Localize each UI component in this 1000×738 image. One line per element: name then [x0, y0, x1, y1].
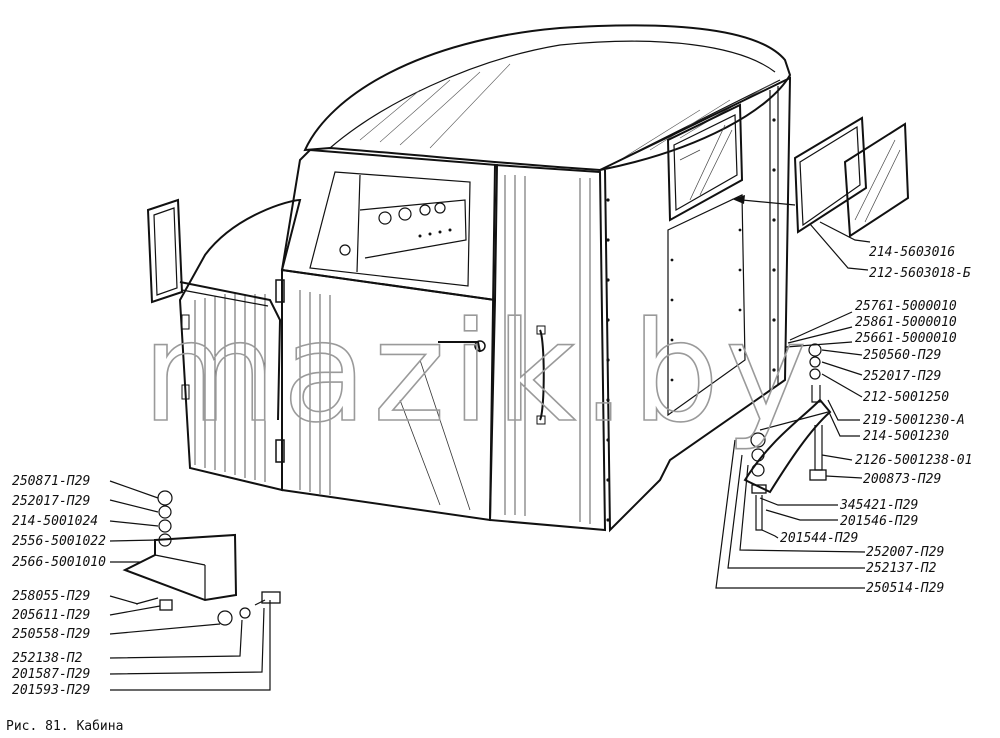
figure-caption: Рис. 81. Кабина — [6, 719, 123, 734]
leader-lines — [109, 221, 871, 691]
part-labels: 214-5603016 212-5603018-Б 25761-5000010 … — [12, 245, 972, 698]
label-205611-p29: 205611-П29 — [12, 608, 90, 623]
label-212-5001250: 212-5001250 — [863, 390, 949, 405]
label-252017-p29-right: 252017-П29 — [863, 369, 941, 384]
label-252007-p29: 252007-П29 — [866, 545, 944, 560]
label-252137-p2: 252137-П2 — [866, 561, 937, 576]
label-258055-p29: 258055-П29 — [12, 589, 90, 604]
label-250871-p29: 250871-П29 — [12, 474, 90, 489]
step-assembly-right — [743, 343, 832, 531]
label-345421-p29: 345421-П29 — [839, 498, 918, 513]
label-25661-5000010: 25661-5000010 — [855, 331, 957, 346]
label-219-5001230-a: 219-5001230-А — [863, 413, 965, 428]
watermark: mazik.by — [142, 292, 813, 453]
dashboard-glimpse — [339, 199, 467, 259]
label-201544-p29: 201544-П29 — [780, 531, 858, 546]
rear-view-mirror — [146, 198, 282, 421]
rivets — [606, 118, 776, 522]
label-201546-p29: 201546-П29 — [840, 514, 918, 529]
label-25761-5000010: 25761-5000010 — [855, 299, 957, 314]
label-212-5603018-b: 212-5603018-Б — [869, 266, 971, 281]
label-252017-p29-left: 252017-П29 — [12, 494, 90, 509]
label-250560-p29: 250560-П29 — [863, 348, 941, 363]
cab-body — [146, 24, 792, 533]
label-250514-p29: 250514-П29 — [866, 581, 944, 596]
label-214-5603016: 214-5603016 — [869, 245, 955, 260]
label-214-5001024: 214-5001024 — [12, 514, 98, 529]
label-252138-p2: 252138-П2 — [12, 651, 83, 666]
label-250558-p29: 250558-П29 — [12, 627, 90, 642]
label-200873-p29: 200873-П29 — [863, 472, 941, 487]
label-214-5001230: 214-5001230 — [863, 429, 949, 444]
label-2126-5001238-01: 2126-5001238-01 — [855, 453, 972, 468]
label-201587-p29: 201587-П29 — [12, 667, 90, 682]
rear-window-glass-parts — [732, 116, 910, 238]
label-2556-5001022: 2556-5001022 — [12, 534, 106, 549]
label-2566-5001010: 2566-5001010 — [12, 555, 106, 570]
label-201593-p29: 201593-П29 — [12, 683, 90, 698]
bracket-assembly-left — [122, 490, 281, 626]
label-25861-5000010: 25861-5000010 — [855, 315, 957, 330]
